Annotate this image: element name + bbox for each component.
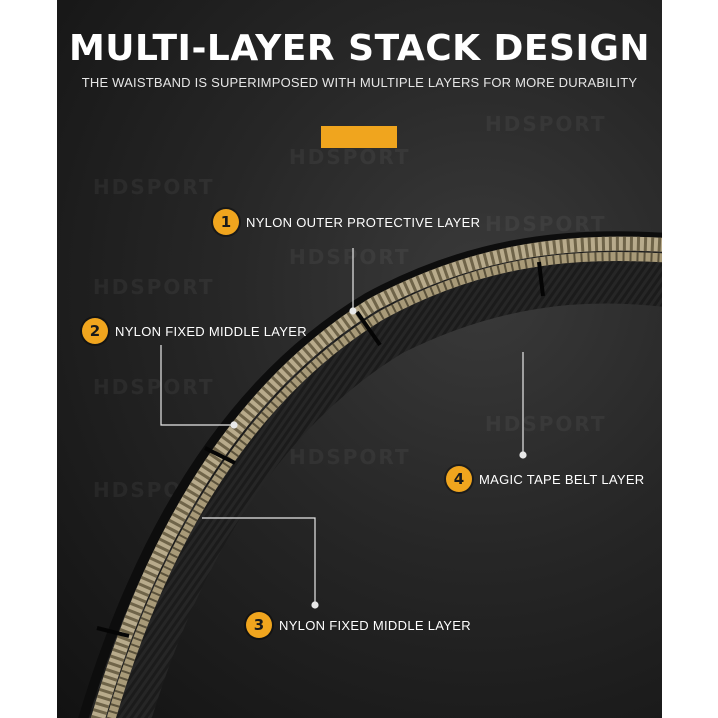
leader-line <box>160 345 233 426</box>
belt-inner-band <box>85 239 662 718</box>
number-badge-icon: 4 <box>446 466 472 492</box>
accent-bar <box>321 126 397 148</box>
watermark-text: HDSPORT <box>289 145 411 169</box>
watermark-text: HDSPORT <box>485 112 607 136</box>
product-image-panel: HDSPORT HDSPORT HDSPORT HDSPORT HDSPORT … <box>57 0 662 718</box>
watermark-text: HDSPORT <box>93 375 215 399</box>
callout-label: NYLON FIXED MIDDLE LAYER <box>115 323 307 339</box>
stitch-mark <box>355 310 382 347</box>
leader-line <box>202 517 316 605</box>
watermark-text: HDSPORT <box>93 275 215 299</box>
page-title: MULTI-LAYER STACK DESIGN <box>68 28 651 69</box>
watermark-text: HDSPORT <box>485 412 607 436</box>
stitch-mark <box>96 626 130 638</box>
number-badge-icon: 3 <box>246 612 272 638</box>
callout-label: NYLON FIXED MIDDLE LAYER <box>279 617 471 633</box>
callout-fixed-middle-layer-lower: 3 NYLON FIXED MIDDLE LAYER <box>246 610 471 640</box>
callout-fixed-middle-layer: 2 NYLON FIXED MIDDLE LAYER <box>82 316 307 346</box>
callout-outer-protective-layer: 1 NYLON OUTER PROTECTIVE LAYER <box>213 207 480 237</box>
callout-label: MAGIC TAPE BELT LAYER <box>479 471 645 487</box>
watermark-text: HDSPORT <box>289 245 411 269</box>
callout-label: NYLON OUTER PROTECTIVE LAYER <box>246 214 481 230</box>
stitch-mark <box>204 446 236 465</box>
number-badge-icon: 1 <box>213 209 239 235</box>
watermark-text: HDSPORT <box>289 445 411 469</box>
belt-illustration <box>78 231 662 718</box>
number-badge-icon: 2 <box>82 318 108 344</box>
watermark-text: HDSPORT <box>93 175 215 199</box>
page-subtitle: THE WAISTBAND IS SUPERIMPOSED WITH MULTI… <box>81 75 638 90</box>
stitch-mark <box>537 261 545 297</box>
callout-magic-tape-belt-layer: 4 MAGIC TAPE BELT LAYER <box>446 464 644 494</box>
